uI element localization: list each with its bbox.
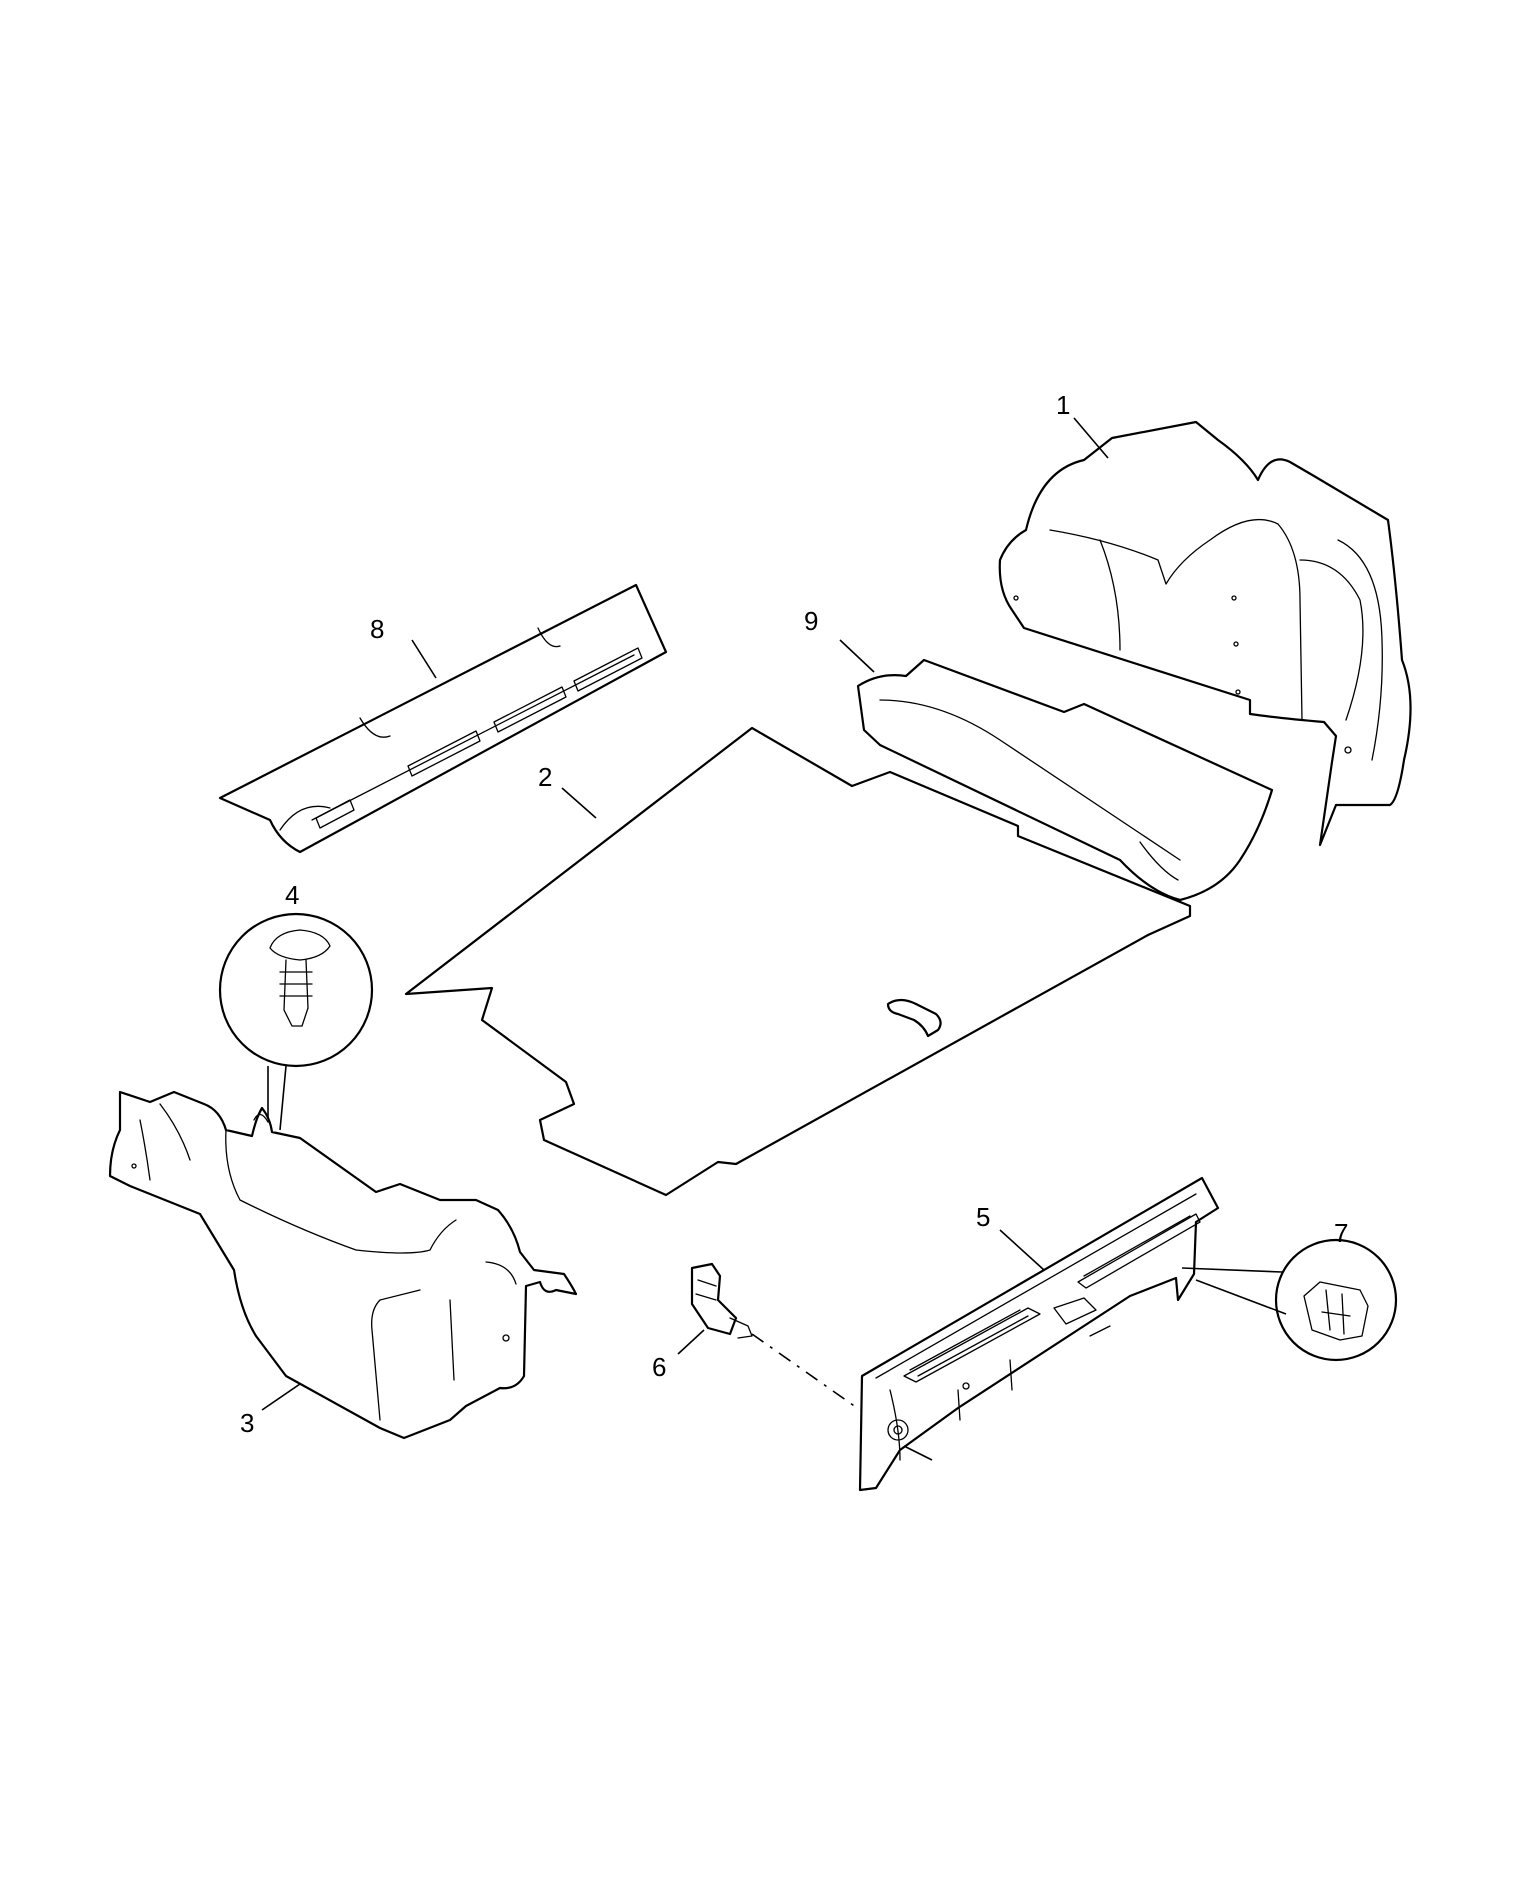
callout-8: 8 — [370, 614, 384, 644]
callout-4: 4 — [285, 880, 299, 910]
part-1-rear-quarter-trim[interactable] — [998, 420, 1412, 847]
part-8-rear-shelf-trim[interactable] — [218, 583, 668, 854]
callout-5: 5 — [976, 1202, 990, 1232]
part-5-rear-sill-scuff-plate[interactable] — [858, 1176, 1220, 1492]
part-7-retaining-clip[interactable] — [1181, 1238, 1398, 1362]
callout-2: 2 — [538, 762, 552, 792]
part-9-filler-trim[interactable] — [856, 658, 1274, 902]
callout-1: 1 — [1056, 390, 1070, 420]
part-3-side-trim[interactable] — [108, 1090, 578, 1440]
callout-6: 6 — [652, 1352, 666, 1382]
callout-leaders — [261, 417, 1109, 1411]
part-6-trunk-lamp-socket[interactable] — [690, 1262, 861, 1411]
callout-3: 3 — [240, 1408, 254, 1438]
callout-9: 9 — [804, 606, 818, 636]
part-2-trunk-floor-carpet[interactable] — [404, 726, 1192, 1197]
callout-7: 7 — [1334, 1218, 1348, 1248]
part-4-push-pin-retainer[interactable] — [218, 912, 374, 1131]
